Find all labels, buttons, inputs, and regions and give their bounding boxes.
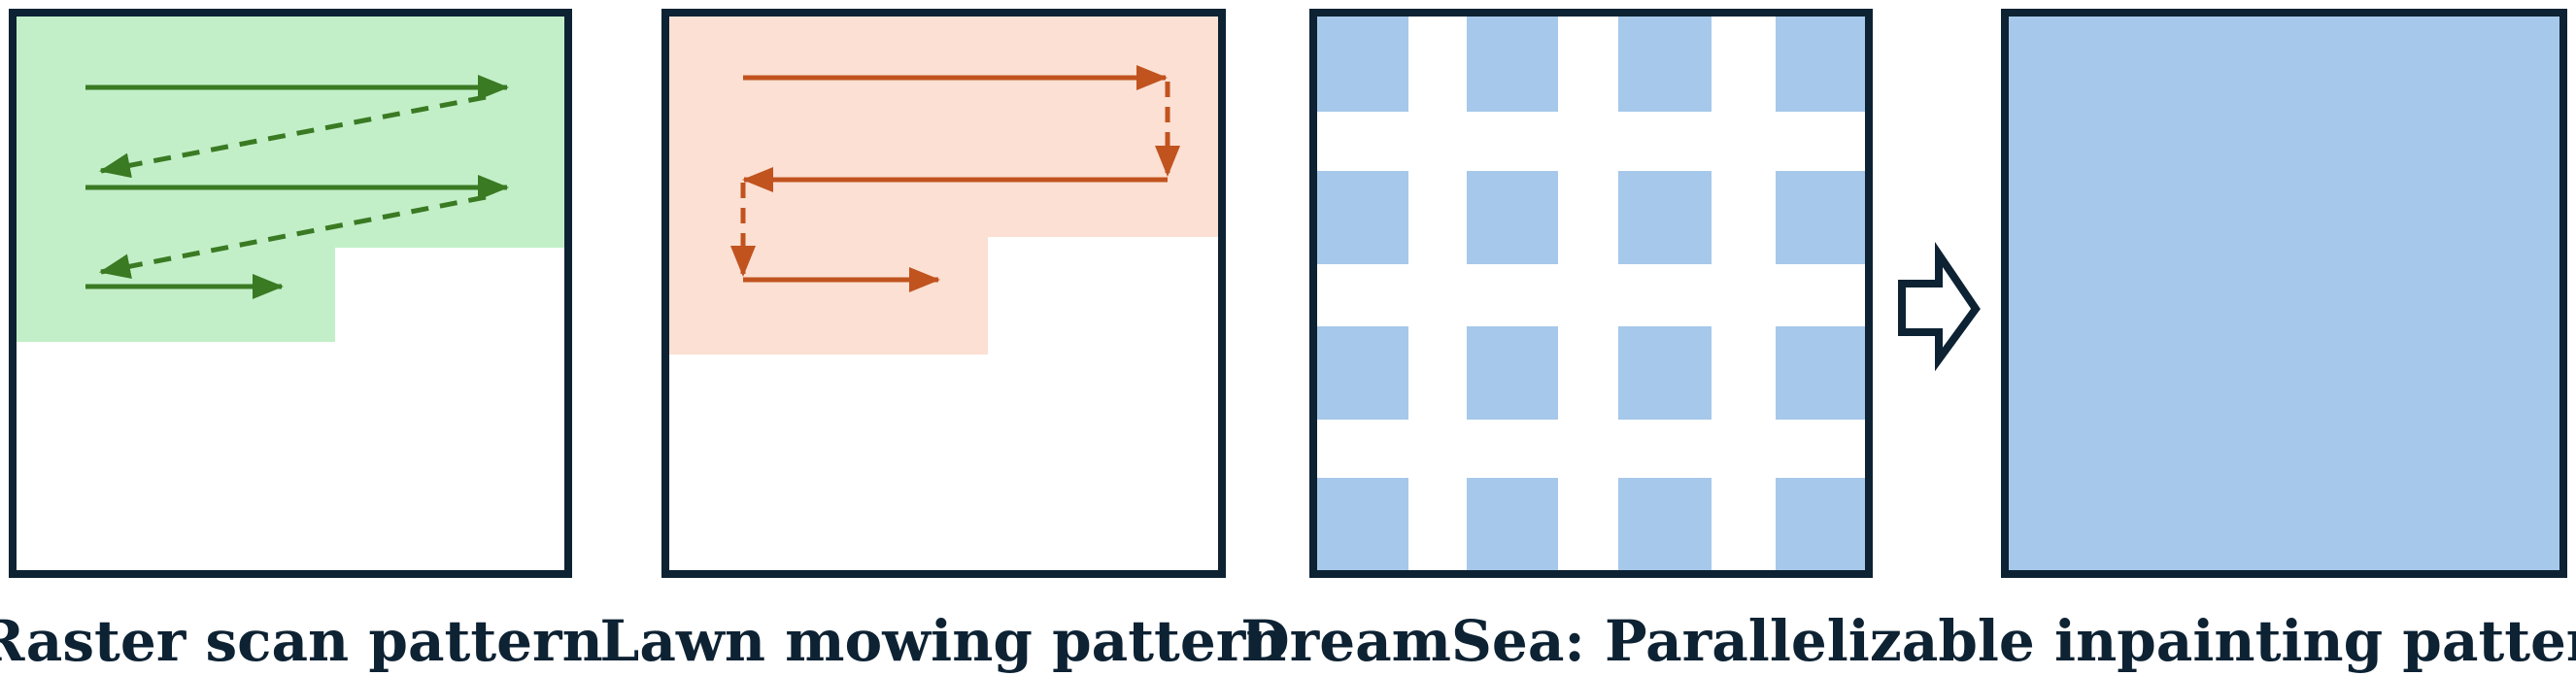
- tile-r2-c3: [1618, 171, 1712, 264]
- tile-r3-c1: [1313, 326, 1408, 420]
- tile-r1-c3: [1618, 13, 1712, 112]
- lawn-mowing-panel: [661, 9, 1226, 578]
- tile-r2-c1: [1313, 171, 1408, 264]
- dreamsea-tiles-frame: [1309, 9, 1873, 578]
- tile-r4-c1: [1313, 478, 1408, 574]
- tile-r2-c2: [1467, 171, 1558, 264]
- raster-return-dashed-2: [99, 194, 487, 280]
- tile-r4-c3: [1618, 478, 1712, 574]
- lawn-scanned-region: [665, 13, 1222, 355]
- dreamsea-filled-frame: [2001, 9, 2567, 578]
- tile-r1-c4: [1776, 13, 1869, 112]
- tile-r1-c2: [1467, 13, 1558, 112]
- tile-r3-c3: [1618, 326, 1712, 420]
- raster-return-dashed-1: [99, 94, 487, 179]
- raster-scanned-region: [13, 13, 568, 342]
- lawn-mowing-arrows: [730, 65, 1180, 292]
- caption-lawn: Lawn mowing pattern: [600, 608, 1287, 674]
- dreamsea-tiles-panel: [1313, 13, 1869, 574]
- lawn-frame: [661, 9, 1226, 578]
- raster-scan-panel: [9, 9, 572, 578]
- caption-dreamsea: DreamSea: Parallelizable inpainting patt…: [1240, 608, 2576, 674]
- tile-r2-c4: [1776, 171, 1869, 264]
- tile-r1-c1: [1313, 13, 1408, 112]
- raster-frame: [9, 9, 572, 578]
- tile-r3-c4: [1776, 326, 1869, 420]
- tile-r4-c2: [1467, 478, 1558, 574]
- raster-scan-arrows: [85, 75, 509, 299]
- caption-raster: Raster scan pattern: [0, 608, 603, 674]
- tile-r4-c4: [1776, 478, 1869, 574]
- hollow-right-arrow-icon: [1898, 241, 1981, 372]
- tile-r3-c2: [1467, 326, 1558, 420]
